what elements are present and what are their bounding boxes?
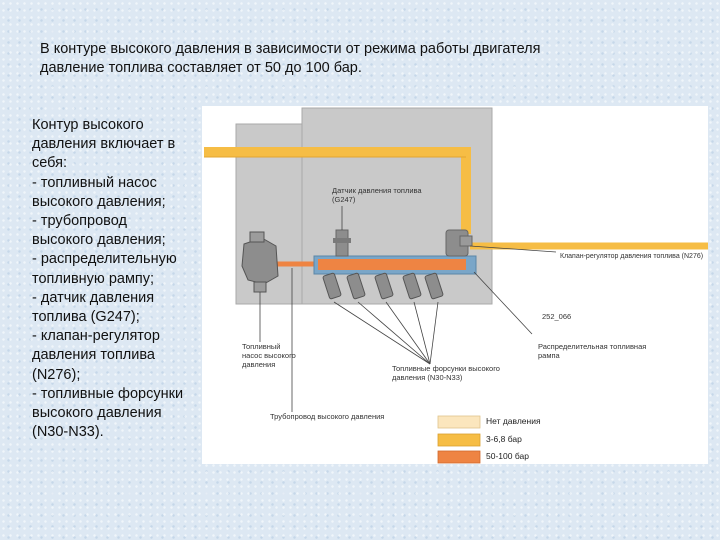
component-list: Контур высокого давления включает в себя… xyxy=(32,116,204,442)
low-pressure-supply-line xyxy=(204,147,471,234)
high-pressure-pump-base xyxy=(253,281,267,293)
injectors-n30-n33 xyxy=(322,272,444,300)
fuel-rail-high-pressure xyxy=(318,259,466,270)
heading-line-1: В контуре высокого давления в зависимост… xyxy=(40,41,541,57)
list-line: - клапан-регулятор xyxy=(32,328,160,345)
list-line: топливную рампу; xyxy=(32,270,155,287)
label-pressure-regulator: Клапан-регулятор давления топлива (N276) xyxy=(560,253,704,260)
list-line: (N30-N33). xyxy=(32,424,104,441)
label-injectors: Топливные форсунки высокого давления (N3… xyxy=(392,364,500,382)
list-line: (N276); xyxy=(32,366,81,383)
diagram-drawing xyxy=(204,107,708,464)
list-line: давления включает в xyxy=(32,136,176,153)
list-line: - топливный насос xyxy=(32,174,157,191)
fuel-system-diagram: Датчик давления топлива (G247) Клапан-ре… xyxy=(202,106,708,464)
label-fuel-rail: Распределительная топливная рампа xyxy=(538,342,646,360)
list-line: высокого давления; xyxy=(32,193,166,210)
legend-label-high-pressure: 50-100 бар xyxy=(486,451,529,461)
legend-swatch-low-pressure xyxy=(437,433,481,447)
label-high-pressure-line: Трубопровод высокого давления xyxy=(270,412,385,421)
list-line: высокого давления; xyxy=(32,232,166,249)
heading-text: В контуре высокого давления в зависимост… xyxy=(40,40,660,78)
label-pressure-sensor: Датчик давления топлива (G247) xyxy=(332,186,422,204)
label-pump-line-1: Топливный xyxy=(242,342,281,351)
leader-lines xyxy=(259,206,557,412)
label-pressure-sensor-line-2: (G247) xyxy=(332,195,356,204)
label-pump-line-2: насос высокого xyxy=(242,351,296,360)
legend-label-no-pressure: Нет давления xyxy=(486,416,541,426)
label-high-pressure-pump: Топливный насос высокого давления xyxy=(242,342,296,369)
pressure-regulator-head xyxy=(459,235,473,247)
legend-swatch-high-pressure xyxy=(437,450,481,464)
high-pressure-pump-top xyxy=(249,231,265,243)
list-line: - датчик давления xyxy=(32,289,155,306)
label-figure-code: 252_066 xyxy=(542,312,572,321)
label-injectors-line-2: давления (N30-N33) xyxy=(392,373,463,382)
label-pump-line-3: давления xyxy=(242,360,276,369)
list-line: топлива (G247); xyxy=(32,309,140,326)
list-line: себя: xyxy=(32,155,68,172)
list-line: Контур высокого xyxy=(32,117,144,133)
label-rail-line-2: рампа xyxy=(538,351,560,360)
label-rail-line-1: Распределительная топливная xyxy=(538,342,647,351)
list-line: давления топлива xyxy=(32,347,155,364)
legend-label-low-pressure: 3-6,8 бар xyxy=(486,434,522,444)
high-pressure-pump xyxy=(241,237,279,285)
label-injectors-line-1: Топливные форсунки высокого xyxy=(392,364,500,373)
pressure-sensor-collar xyxy=(333,238,351,243)
list-line: высокого давления xyxy=(32,405,162,422)
list-line: - трубопровод xyxy=(32,213,127,230)
legend-swatch-no-pressure xyxy=(437,415,481,429)
list-line: - распределительную xyxy=(32,251,177,268)
heading-line-2: давление топлива составляет от 50 до 100… xyxy=(40,60,362,76)
list-line: - топливные форсунки xyxy=(32,385,184,402)
label-pressure-sensor-line-1: Датчик давления топлива xyxy=(332,186,422,195)
